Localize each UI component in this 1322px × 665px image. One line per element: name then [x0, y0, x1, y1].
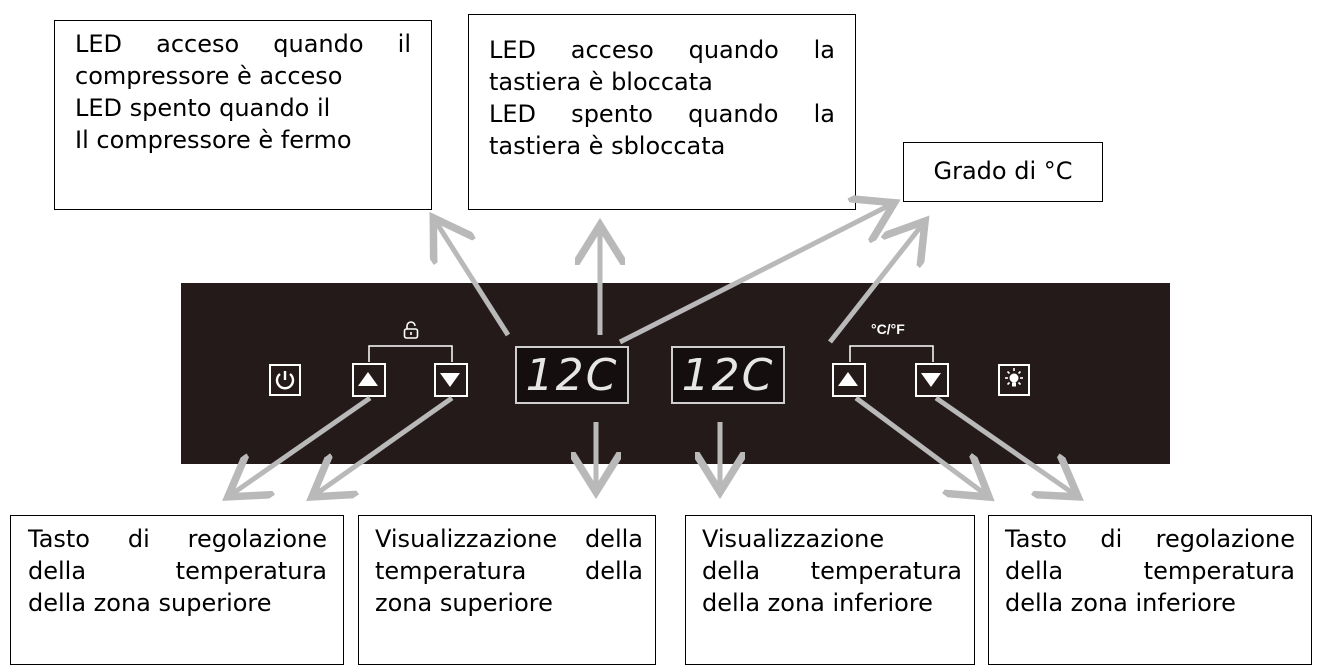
upper-zone-display: 12C	[515, 346, 629, 404]
callout-line: LED acceso quando la	[489, 36, 835, 64]
arrow-compressor	[436, 222, 511, 337]
upper-zone-temperature: 12C	[525, 350, 619, 401]
arrow-upper-key-1	[232, 395, 372, 494]
lower-zone-display-callout: Visualizzazione della temperatura della …	[685, 515, 975, 665]
callout-line: Visualizzazione	[702, 525, 885, 553]
callout-line: temperatura della	[375, 557, 643, 585]
upper-zone-down-button[interactable]	[434, 363, 468, 397]
panel-brackets	[368, 345, 934, 362]
arrow-degree-2	[828, 225, 922, 344]
callout-line: della zona inferiore	[702, 589, 933, 617]
lower-zone-down-button[interactable]	[915, 363, 949, 397]
power-button[interactable]	[269, 364, 301, 396]
callout-line: della temperatura	[28, 557, 327, 585]
compressor-led-callout: LED acceso quando il compressore è acces…	[54, 20, 432, 210]
upper-zone-key-callout: Tasto di regolazione della temperatura d…	[10, 515, 344, 665]
arrow-degree-1	[618, 205, 890, 345]
callout-line: della temperatura	[702, 557, 962, 585]
callout-line: della zona superiore	[28, 589, 272, 617]
lower-zone-key-callout: Tasto di regolazione della temperatura d…	[988, 515, 1312, 665]
lower-zone-display: 12C	[671, 346, 785, 404]
power-icon	[275, 371, 295, 390]
lower-zone-up-button[interactable]	[832, 363, 866, 397]
callout-line: della temperatura	[1005, 557, 1295, 585]
callout-line: Tasto di regolazione	[1005, 525, 1295, 553]
callout-line: tastiera è sbloccata	[489, 132, 726, 160]
callout-line: zona superiore	[375, 589, 553, 617]
unit-toggle-label: °C/°F	[871, 321, 905, 337]
upper-zone-up-button[interactable]	[352, 363, 386, 397]
upper-zone-display-callout: Visualizzazione della temperatura della …	[358, 515, 656, 665]
light-button[interactable]	[998, 364, 1030, 396]
callout-line: LED acceso quando il	[75, 30, 411, 58]
light-bulb-icon	[1005, 368, 1023, 387]
callout-line: LED spento quando il	[75, 94, 331, 122]
callout-line: Il compressore è fermo	[75, 126, 352, 154]
callout-line: Visualizzazione della	[375, 525, 643, 553]
callout-line: Grado di °C	[933, 157, 1073, 185]
arrow-upper-key-2	[316, 395, 454, 494]
arrow-lower-key-1	[854, 395, 985, 494]
keypad-lock-led-callout: LED acceso quando la tastiera è bloccata…	[468, 14, 856, 210]
lower-zone-temperature: 12C	[681, 350, 775, 401]
callout-line: della zona inferiore	[1005, 589, 1236, 617]
callout-line: LED spento quando la	[489, 100, 835, 128]
degree-callout: Grado di °C	[903, 142, 1103, 202]
callout-line: tastiera è bloccata	[489, 68, 713, 96]
callout-line: compressore è acceso	[75, 62, 343, 90]
arrow-lower-key-2	[934, 395, 1074, 494]
lock-icon	[403, 321, 419, 339]
callout-line: Tasto di regolazione	[28, 525, 327, 553]
